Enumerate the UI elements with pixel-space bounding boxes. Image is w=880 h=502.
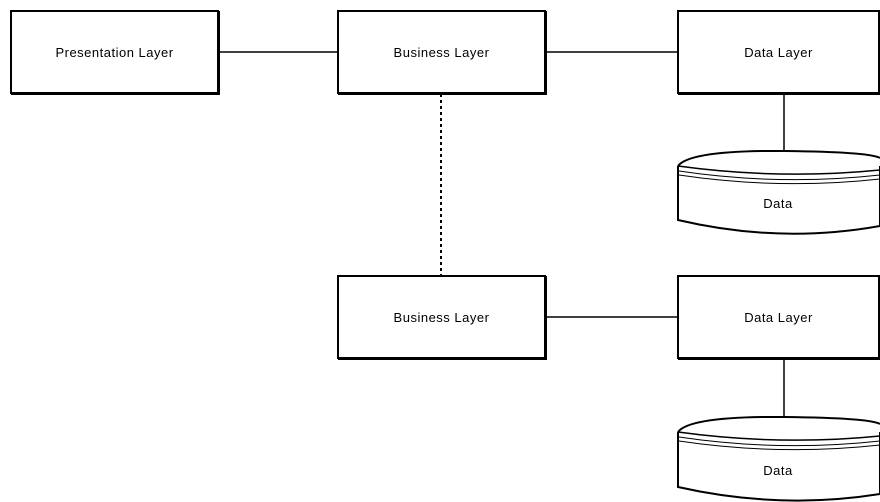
database-icon-bottom [677, 415, 880, 502]
data-layer-box-bottom: Data Layer [677, 275, 880, 359]
business-layer-box-bottom: Business Layer [337, 275, 546, 359]
data-layer-label-top: Data Layer [744, 44, 813, 60]
presentation-layer-box: Presentation Layer [10, 10, 219, 94]
business-layer-label-bottom: Business Layer [393, 309, 490, 325]
database-icon-top [677, 149, 880, 235]
business-layer-label-top: Business Layer [393, 44, 490, 60]
data-layer-label-bottom: Data Layer [744, 309, 813, 325]
data-layer-box-top: Data Layer [677, 10, 880, 94]
data-store-label-bottom: Data [763, 463, 793, 478]
data-store-label-top: Data [763, 196, 793, 211]
presentation-layer-label: Presentation Layer [55, 44, 174, 60]
business-layer-box-top: Business Layer [337, 10, 546, 94]
